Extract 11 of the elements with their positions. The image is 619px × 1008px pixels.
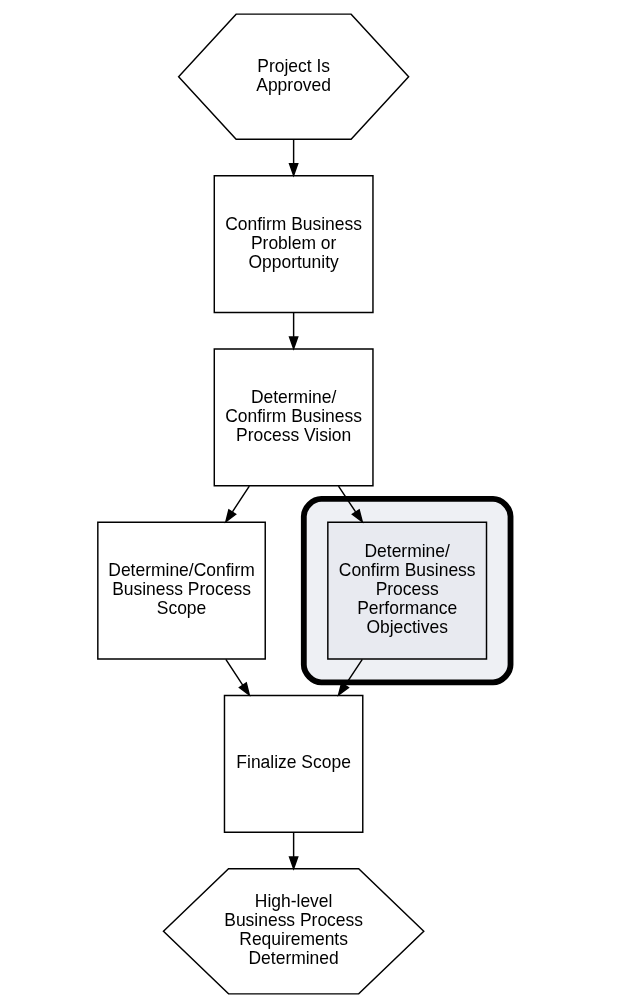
node-box: Determine/Confirm Business Process Scope [96, 521, 266, 660]
arrow [224, 485, 250, 524]
arrow [288, 831, 299, 871]
node-box: Determine/ Confirm Business Process Vision [213, 348, 374, 487]
arrow [336, 658, 363, 697]
node-box: Confirm Business Problem or Opportunity [213, 175, 374, 314]
node-box: Finalize Scope [223, 694, 363, 833]
arrow [288, 138, 299, 178]
arrow [224, 658, 250, 697]
node-box: Determine/ Confirm Business Process Performance Objectives [326, 521, 487, 660]
arrow [288, 312, 299, 351]
